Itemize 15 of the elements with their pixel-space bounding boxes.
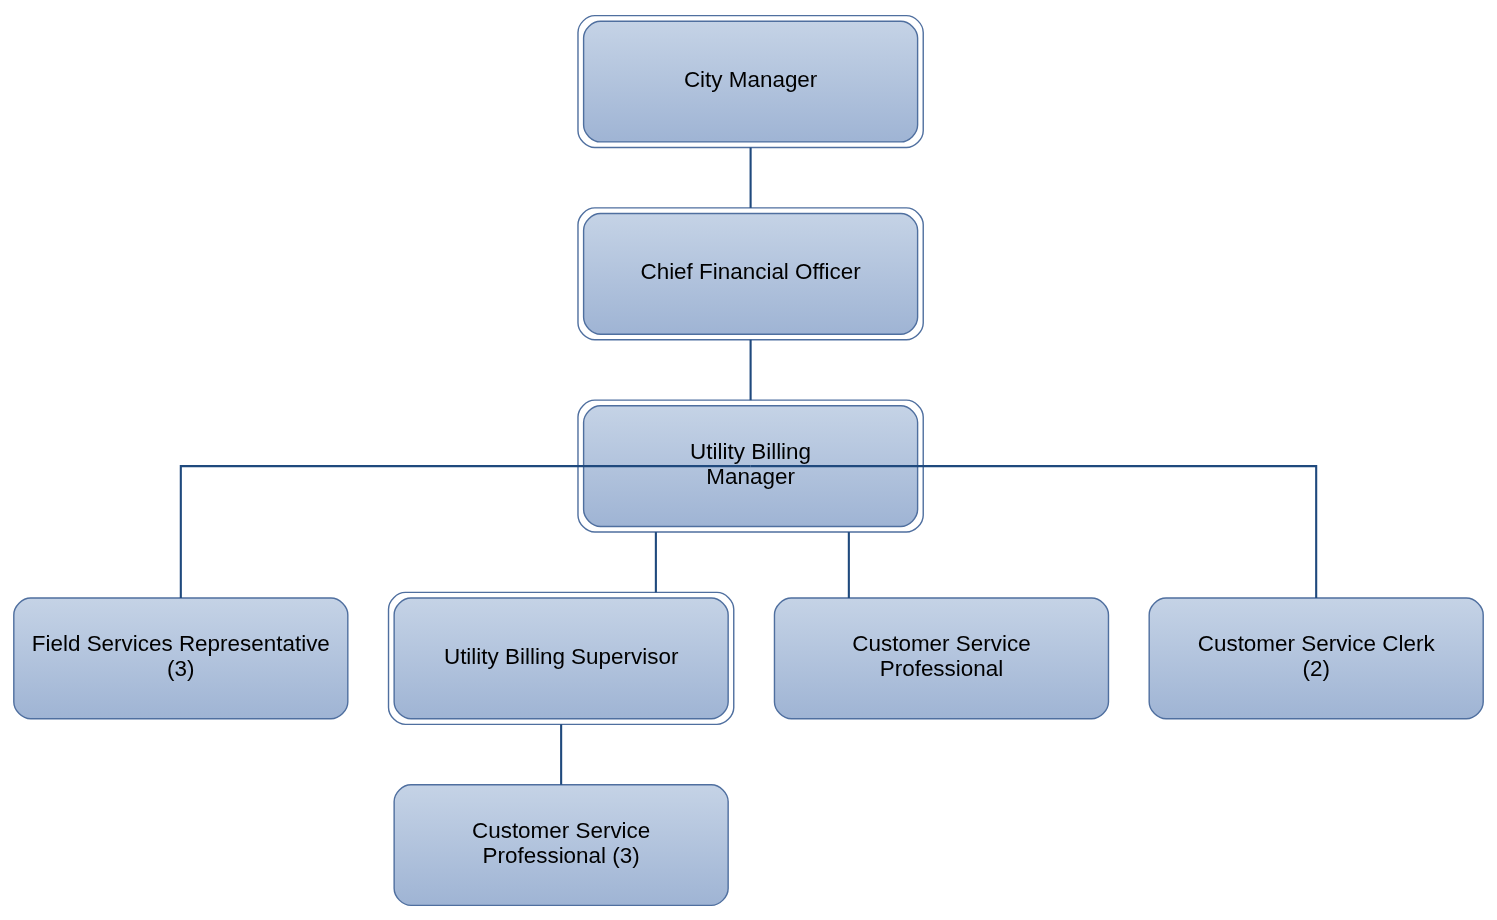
node-box: Customer Service Clerk (2) [1148, 596, 1484, 719]
connector [179, 464, 751, 598]
connector [749, 147, 752, 208]
connector [654, 531, 657, 592]
node-box: Field Services Representative (3) [13, 596, 349, 719]
node-box: Chief Financial Officer [577, 206, 924, 340]
node-box: Customer Service Professional (3) [393, 783, 729, 906]
connector [749, 339, 752, 400]
node-box: Utility Billing Manager [577, 398, 924, 533]
connector [560, 723, 563, 785]
connector [847, 531, 850, 598]
connector [750, 464, 1318, 598]
node-box: Customer Service Professional [773, 596, 1110, 719]
node-box: City Manager [577, 14, 924, 148]
node-box: Utility Billing Supervisor [387, 591, 735, 725]
